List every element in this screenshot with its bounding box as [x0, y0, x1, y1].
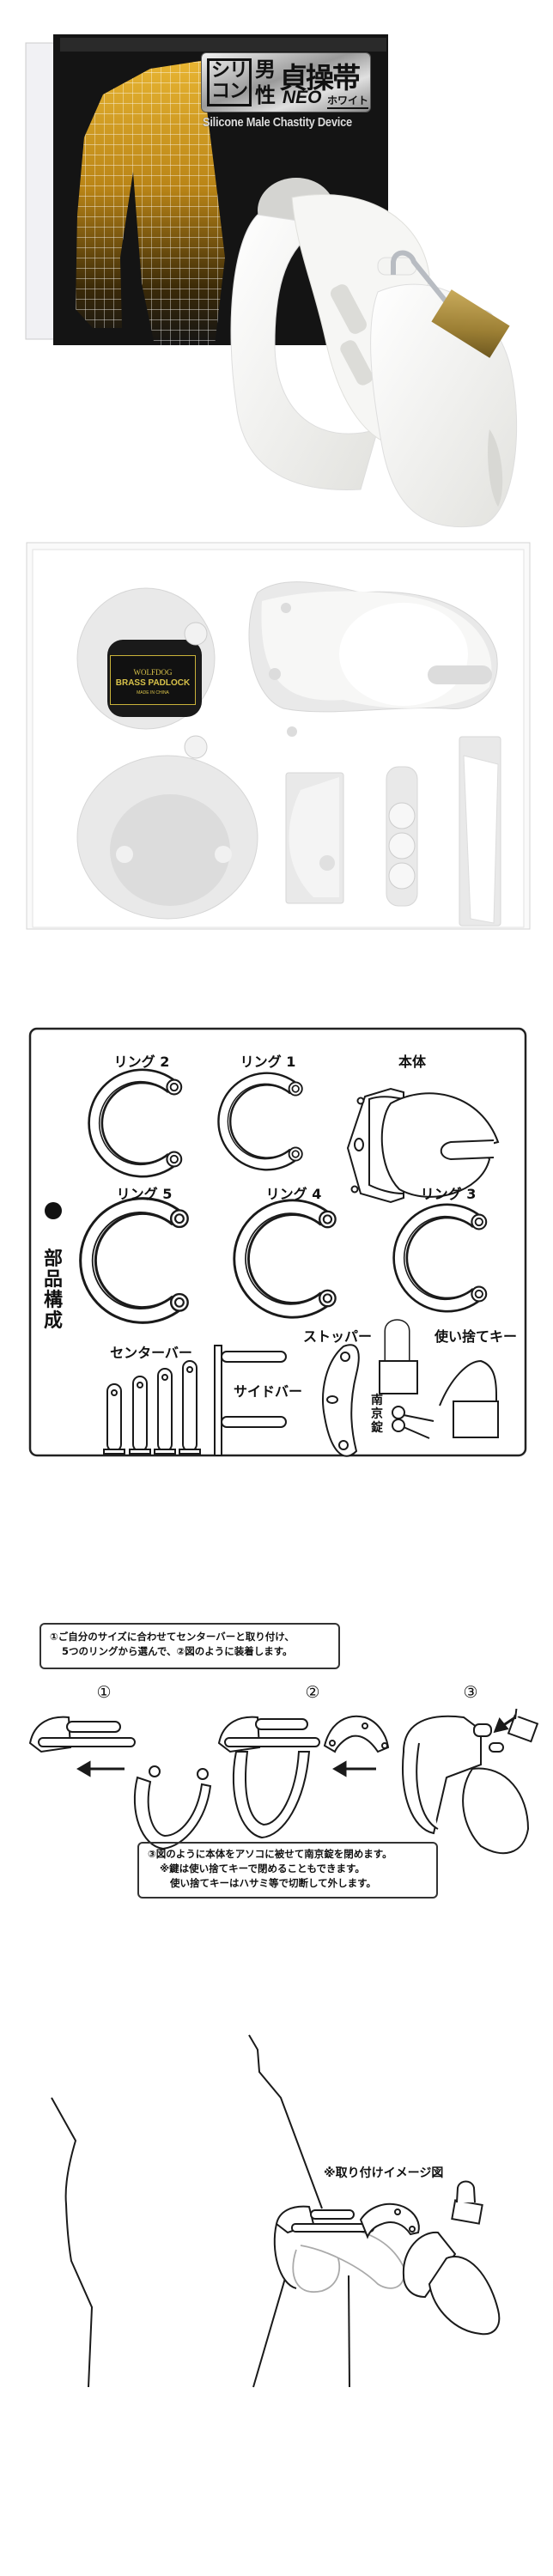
center-bars-drawing — [103, 1360, 201, 1455]
ring-3-drawing — [400, 1211, 486, 1304]
parts-diagram — [28, 1027, 527, 1457]
brass-padlock — [431, 289, 510, 358]
instruction-step3-box: ③図のように本体をアソコに被せて南京錠を閉めます。 ※鍵は使い捨てキーで閉めるこ… — [137, 1842, 438, 1899]
instruction-step1-box: ①ご自分のサイズに合わせてセンターバーと取り付け、 5つのリングから選んで、②図… — [40, 1623, 340, 1669]
step-number-1: ① — [96, 1683, 112, 1702]
label-stopper: ストッパー — [302, 1328, 373, 1345]
title-man: 男性 — [255, 58, 276, 107]
ring-5-drawing — [88, 1206, 188, 1315]
label-side-bar: サイドバー — [233, 1383, 303, 1400]
title-main: 貞操帯 — [279, 61, 361, 94]
label-ring-2: リング 2 — [113, 1054, 170, 1070]
padlock-drawing — [379, 1319, 434, 1439]
stopper-drawing — [322, 1344, 360, 1457]
label-ring-4: リング 4 — [265, 1186, 322, 1202]
label-body: 本体 — [398, 1054, 427, 1070]
title-katakana-box: シリ コン — [207, 58, 252, 106]
side-bar-drawing — [214, 1345, 287, 1456]
disposable-key-drawing — [439, 1359, 499, 1438]
body-outline-back — [51, 2097, 94, 2388]
parts-heading: 部品構成 — [43, 1249, 63, 1332]
bullet-dot — [45, 1202, 62, 1219]
step-number-2: ② — [305, 1683, 320, 1702]
label-padlock: 南京錠 — [371, 1394, 383, 1435]
body-outline-front — [248, 2034, 323, 2209]
tray-photo — [26, 542, 531, 930]
step-number-3: ③ — [463, 1683, 478, 1702]
body-drawing — [346, 1087, 500, 1204]
ring-2-drawing — [95, 1076, 181, 1170]
arrow-icons — [76, 1716, 516, 1777]
fitting-image-note: ※取り付けイメージ図 — [324, 2166, 444, 2180]
ring-4-drawing — [241, 1207, 336, 1310]
label-ring-3: リング 3 — [420, 1186, 477, 1202]
label-ring-5: リング 5 — [116, 1186, 173, 1202]
ring-1-drawing — [224, 1079, 301, 1164]
fitting-illustration — [51, 2034, 501, 2388]
padlock-label: WOLFDOG BRASS PADLOCK MADE IN CHINA — [110, 655, 196, 705]
assembly-steps-drawing — [28, 1709, 539, 1855]
label-center-bar: センターバー — [110, 1345, 192, 1361]
product-subtitle: Silicone Male Chastity Device — [203, 115, 352, 130]
label-disposable-key: 使い捨てキー — [434, 1328, 518, 1345]
title-plate: シリ コン 男性 貞操帯 NEO ホワイト — [202, 53, 370, 112]
title-color: ホワイト — [327, 93, 369, 109]
parts-frame — [28, 1027, 527, 1457]
chastity-device — [230, 178, 518, 528]
title-neo: NEO — [283, 88, 322, 107]
label-ring-1: リング 1 — [240, 1054, 296, 1070]
